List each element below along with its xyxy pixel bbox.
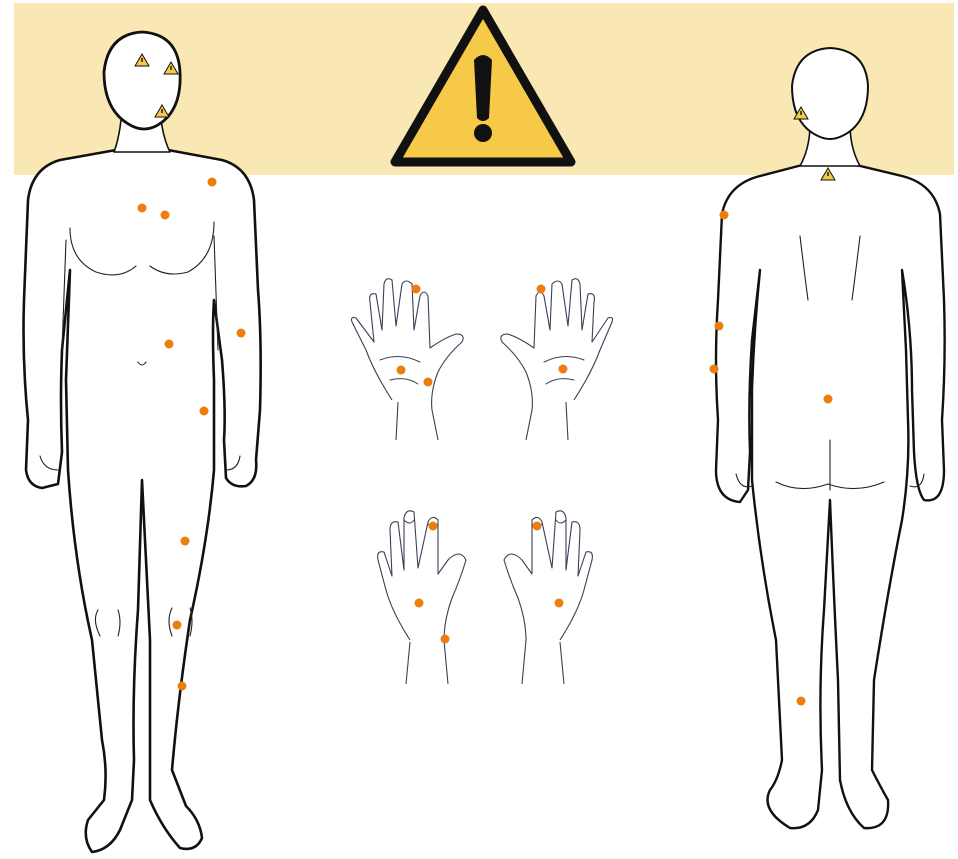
marker-dot: [138, 204, 147, 213]
marker-dot: [161, 211, 170, 220]
marker-dot: [178, 682, 187, 691]
marker-dot: [533, 522, 542, 531]
marker-dot: [424, 378, 433, 387]
marker-dot: [397, 366, 406, 375]
marker-dot: [537, 285, 546, 294]
marker-dot: [710, 365, 719, 374]
marker-dot: [200, 407, 209, 416]
marker-dot: [237, 329, 246, 338]
marker-dot: [555, 599, 564, 608]
marker-dot: [559, 365, 568, 374]
marker-dot: [173, 621, 182, 630]
marker-dot: [208, 178, 217, 187]
marker-dot: [715, 322, 724, 331]
marker-dot: [797, 697, 806, 706]
marker-dot: [415, 599, 424, 608]
palm-left-hand: [501, 279, 613, 440]
palm-right-hand: [352, 279, 464, 440]
marker-dot: [441, 635, 450, 644]
back-of-left-hand: [378, 511, 466, 684]
marker-dot: [824, 395, 833, 404]
marker-dot: [429, 522, 438, 531]
marker-dot: [181, 537, 190, 546]
marker-dot: [165, 340, 174, 349]
back-of-right-hand: [504, 511, 592, 684]
marker-dot: [412, 285, 421, 294]
marker-dot: [720, 211, 729, 220]
